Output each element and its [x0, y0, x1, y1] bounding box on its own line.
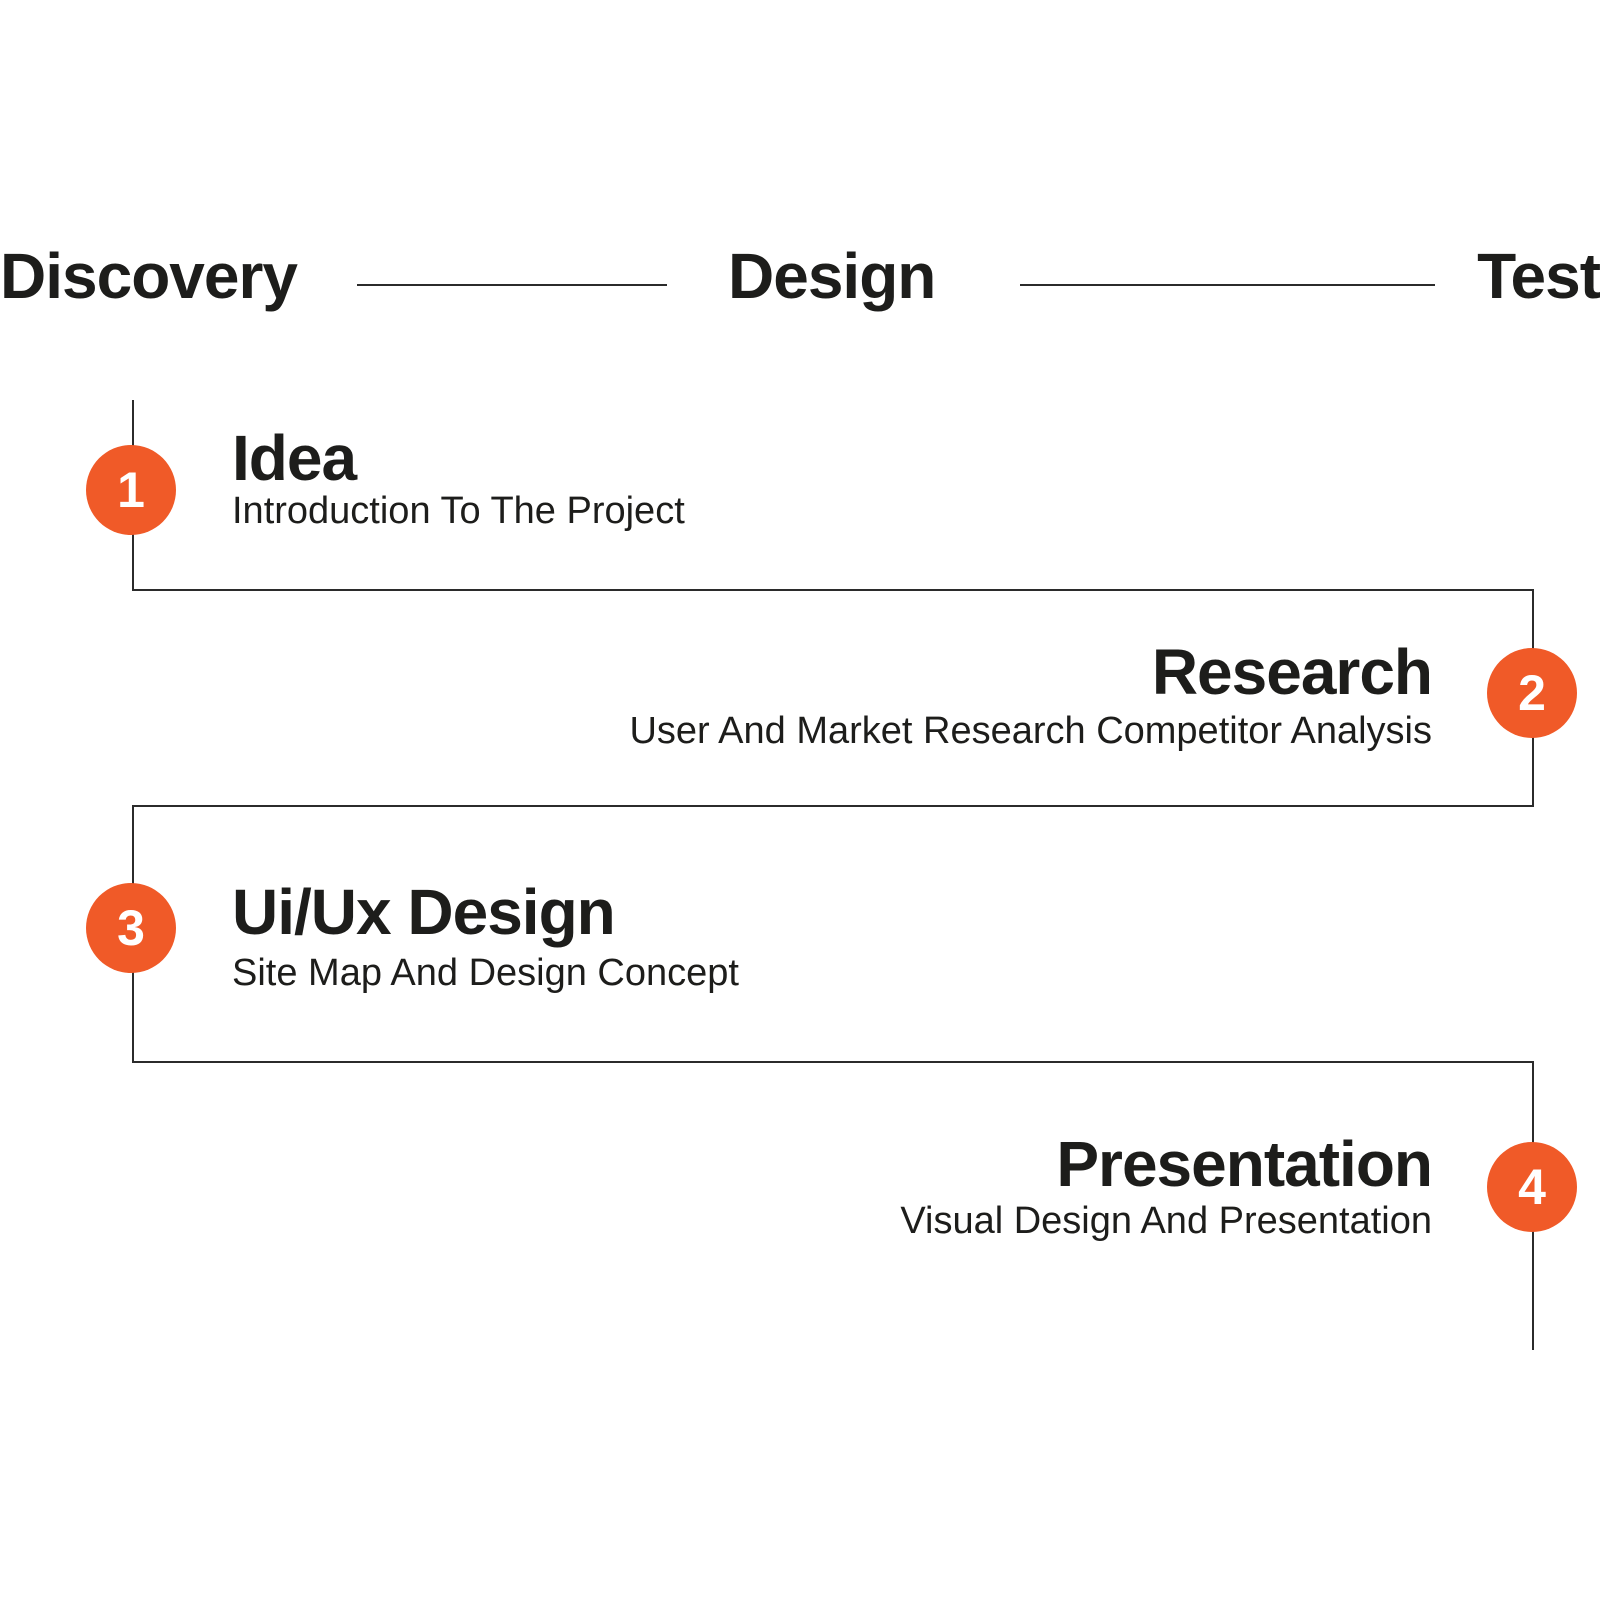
step-number: 2: [1518, 665, 1546, 721]
phase-label-test: Test: [1477, 240, 1600, 312]
step-title: Ui/Ux Design: [232, 876, 616, 948]
step-title: Research: [1151, 636, 1433, 708]
phase-divider-line: [1020, 284, 1435, 286]
step-title: Presentation: [1056, 1128, 1433, 1200]
step-number: 3: [117, 900, 145, 956]
phase-label-discovery: Discovery: [0, 240, 298, 312]
step-number-badge: 2: [1487, 648, 1577, 738]
step-number-badge: 4: [1487, 1142, 1577, 1232]
step-number-badge: 3: [86, 883, 176, 973]
step-description: Visual Design And Presentation: [900, 1200, 1432, 1242]
step-description: Introduction To The Project: [232, 490, 685, 532]
phase-label-design: Design: [728, 240, 936, 312]
connector-line: [132, 400, 1534, 1350]
step-number: 1: [117, 462, 145, 518]
phase-divider-line: [357, 284, 667, 286]
step-number: 4: [1518, 1159, 1546, 1215]
step-description: Site Map And Design Concept: [232, 952, 739, 994]
step-title: Idea: [232, 422, 357, 494]
step-description: User And Market Research Competitor Anal…: [629, 710, 1432, 752]
step-number-badge: 1: [86, 445, 176, 535]
